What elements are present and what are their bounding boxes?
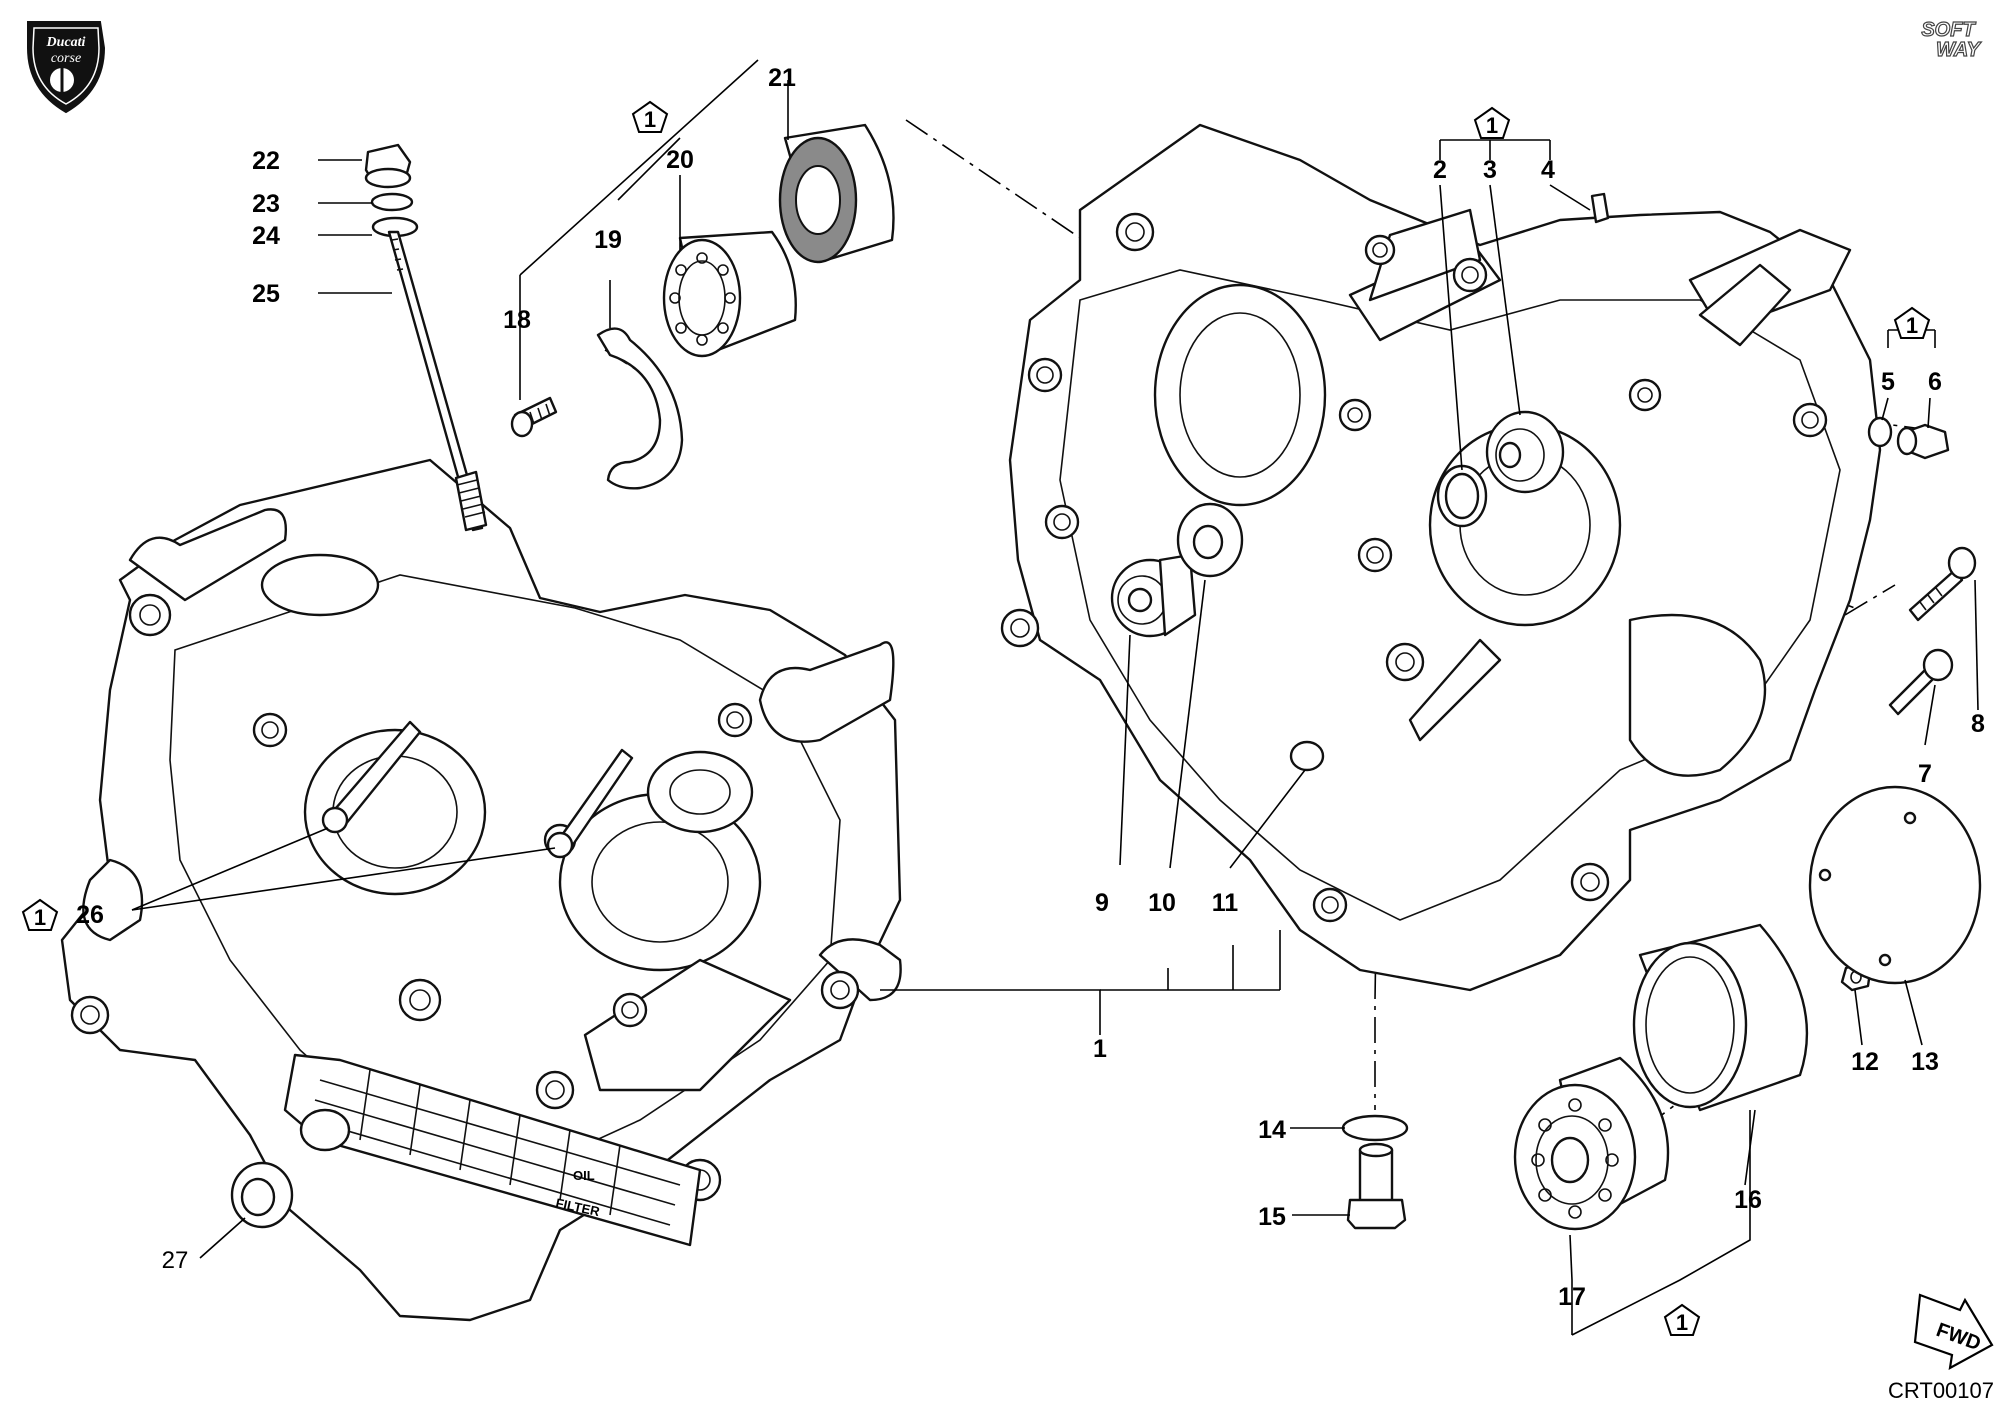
callout-6: 6 xyxy=(1928,368,1942,396)
callout-23: 23 xyxy=(252,190,280,218)
svg-text:1: 1 xyxy=(644,107,656,132)
softway-line1: SOFT xyxy=(1921,19,1976,41)
softway-line2: WAY xyxy=(1936,39,1982,61)
svg-text:1: 1 xyxy=(1486,113,1498,138)
callout-27: 27 xyxy=(162,1247,189,1274)
note-badge: 1 xyxy=(631,100,669,133)
washer-14 xyxy=(1341,1114,1409,1142)
svg-text:1: 1 xyxy=(1906,313,1918,338)
callout-26: 26 xyxy=(76,901,104,929)
o-ring-11 xyxy=(1289,740,1325,772)
callout-7: 7 xyxy=(1918,760,1932,788)
bearing-3 xyxy=(1485,410,1565,494)
callout-19: 19 xyxy=(594,226,622,254)
washer-5 xyxy=(1867,416,1893,448)
note-badge: 1 xyxy=(21,898,59,931)
callout-9: 9 xyxy=(1095,889,1109,917)
crankcase-left-half: OIL FILTER xyxy=(60,458,902,1322)
plug-6 xyxy=(1896,423,1950,460)
note-badge: 1 xyxy=(1893,306,1931,339)
callout-16: 16 xyxy=(1734,1186,1762,1214)
brand-line1: Ducati xyxy=(46,35,86,50)
long-stud-25 xyxy=(387,230,488,532)
callout-10: 10 xyxy=(1148,889,1176,917)
washer-10 xyxy=(1176,502,1244,578)
callout-17: 17 xyxy=(1558,1283,1586,1311)
callout-22: 22 xyxy=(252,147,280,175)
circlip-2 xyxy=(1436,464,1488,528)
oil-label: OIL xyxy=(573,1168,595,1183)
cap-nut-22 xyxy=(364,143,412,189)
crankcase-right-half xyxy=(1000,123,1882,992)
forward-direction-arrow: FWD xyxy=(1913,1293,1994,1371)
callout-1: 1 xyxy=(1093,1035,1107,1063)
ducati-corse-logo: Ducati corse xyxy=(27,21,106,114)
brand-line2: corse xyxy=(51,51,81,66)
softway-logo: SOFT WAY xyxy=(1900,14,1990,62)
screw-7 xyxy=(1888,648,1954,716)
screw-8 xyxy=(1908,546,1977,622)
callout-5: 5 xyxy=(1881,368,1895,396)
retaining-plate-19 xyxy=(596,327,684,490)
drawing-code: CRT00107 xyxy=(1888,1378,1994,1403)
roller-bearing-20 xyxy=(662,230,797,358)
callout-25: 25 xyxy=(252,280,280,308)
drain-plug-15 xyxy=(1346,1142,1407,1230)
callout-11: 11 xyxy=(1212,889,1239,917)
callout-15: 15 xyxy=(1258,1203,1286,1231)
bearing-9 xyxy=(1110,553,1197,638)
svg-text:1: 1 xyxy=(34,905,46,930)
note-badge: 1 xyxy=(1473,106,1511,139)
svg-text:1: 1 xyxy=(1676,1310,1688,1335)
leader-lines xyxy=(131,59,1979,1336)
callout-24: 24 xyxy=(252,222,280,250)
callout-2: 2 xyxy=(1433,156,1447,184)
callout-4: 4 xyxy=(1541,156,1555,184)
callout-12: 12 xyxy=(1851,1048,1879,1076)
bearing-17 xyxy=(1513,1056,1670,1231)
washer-23 xyxy=(370,192,414,212)
screw-18 xyxy=(510,396,558,438)
callout-8: 8 xyxy=(1971,710,1985,738)
oil-seal-21 xyxy=(778,123,895,264)
callout-3: 3 xyxy=(1483,156,1497,184)
seal-27 xyxy=(230,1161,294,1229)
callout-labels: 1 2 3 4 5 6 7 8 9 10 11 12 13 14 15 16 1… xyxy=(76,64,1985,1311)
callout-20: 20 xyxy=(666,146,694,174)
callout-18: 18 xyxy=(503,306,531,334)
callout-21: 21 xyxy=(768,64,796,92)
dowel-4 xyxy=(1590,192,1610,224)
callout-13: 13 xyxy=(1911,1048,1939,1076)
note-badge: 1 xyxy=(1663,1303,1701,1336)
callout-14: 14 xyxy=(1258,1116,1286,1144)
ring-16 xyxy=(1632,923,1809,1112)
cover-13 xyxy=(1808,785,1982,985)
